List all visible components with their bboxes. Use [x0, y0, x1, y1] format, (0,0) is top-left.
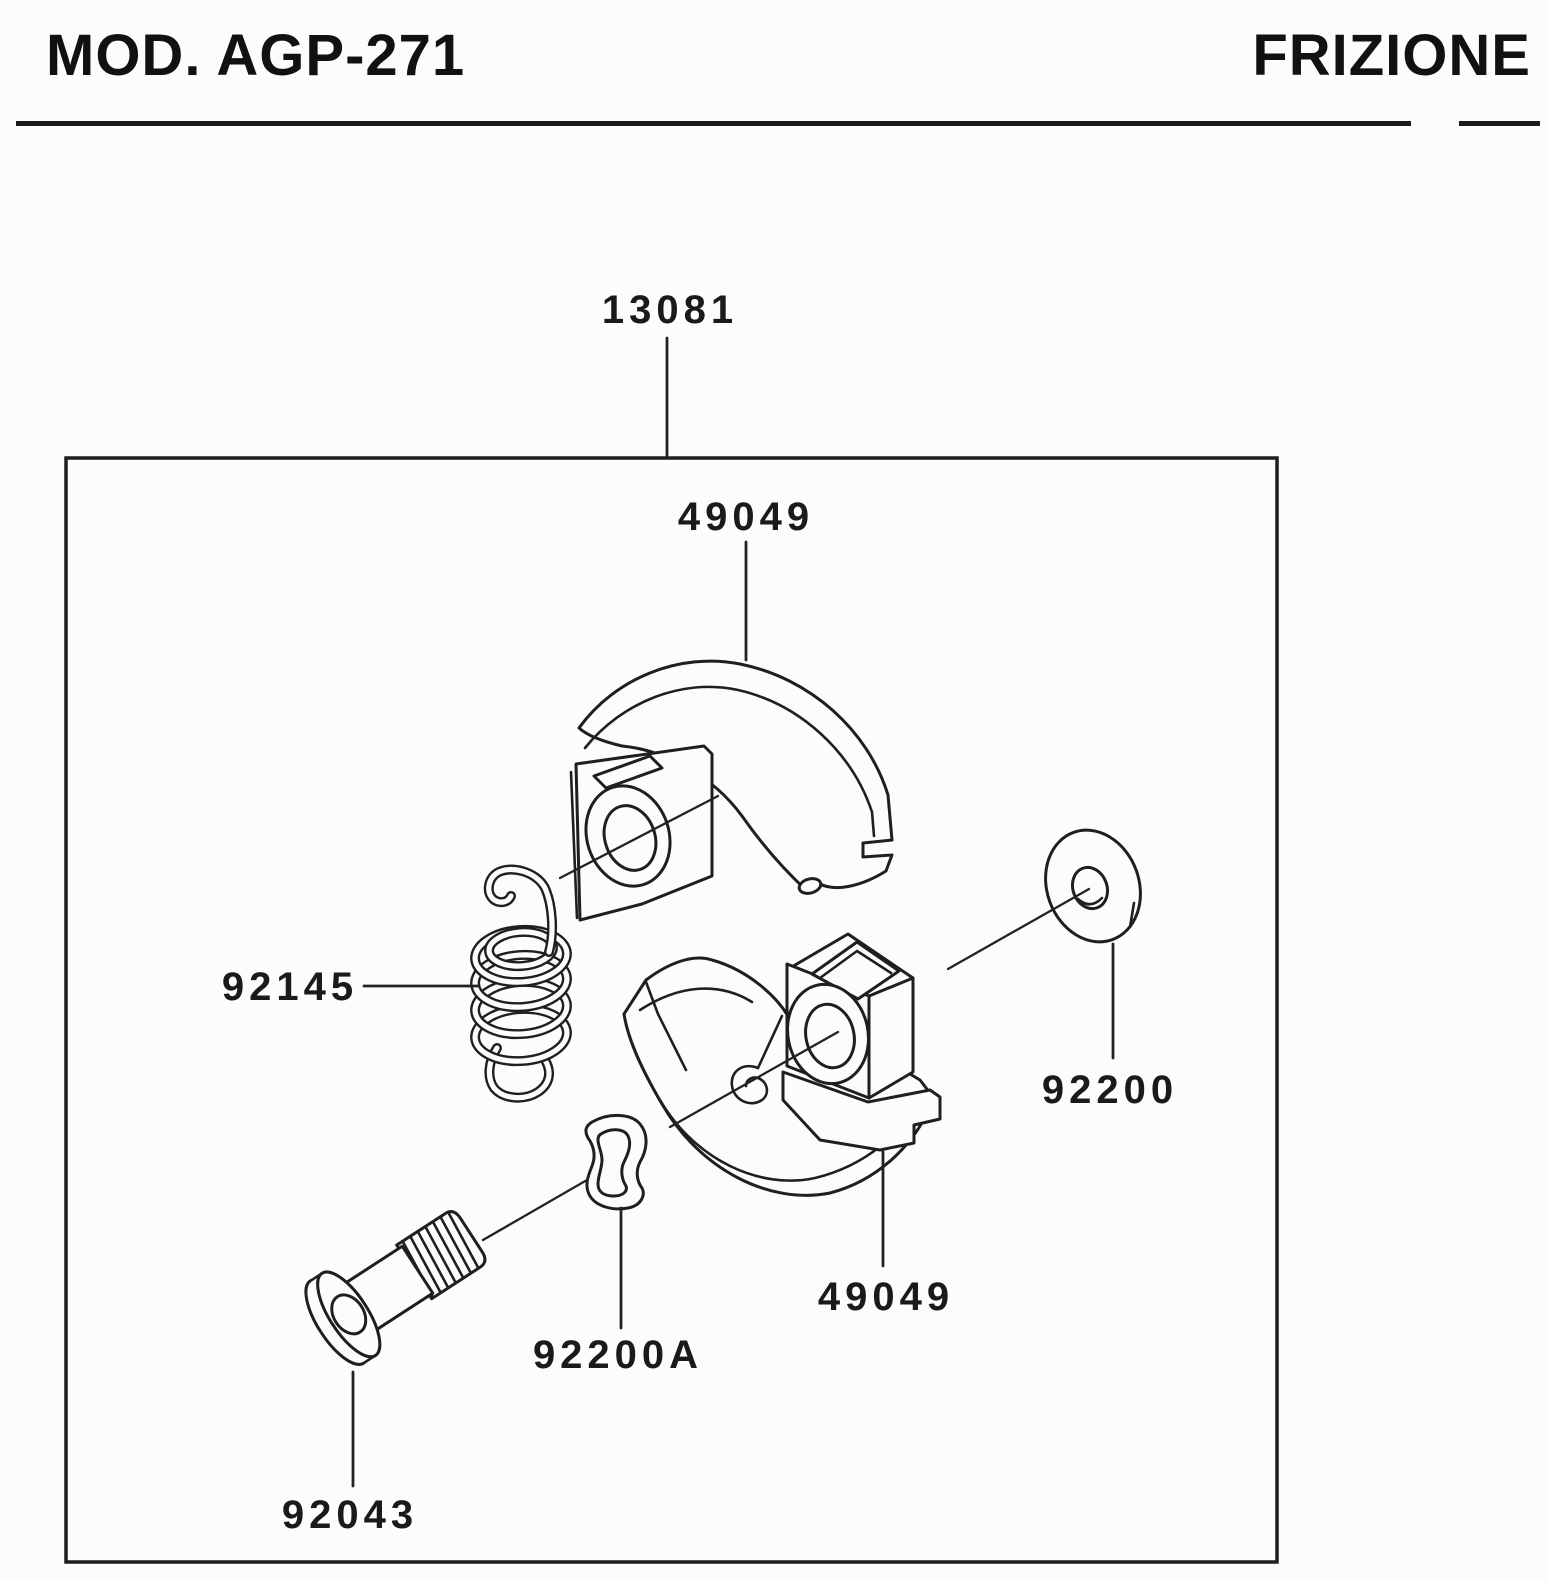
axis-line-to-washer — [946, 887, 1091, 971]
part-clutch-shoe-top — [558, 659, 894, 922]
pivot-axis-line-bottom — [668, 1030, 840, 1129]
part-wave-washer — [584, 1114, 648, 1211]
part-label-92200A: 92200A — [533, 1333, 703, 1377]
part-spring — [470, 864, 572, 1103]
part-label-49049-bottom: 49049 — [818, 1275, 954, 1319]
part-label-13081: 13081 — [602, 288, 738, 332]
part-label-92200: 92200 — [1042, 1068, 1178, 1112]
pivot-axis-line-top — [558, 794, 720, 880]
part-washer — [1044, 828, 1142, 944]
part-label-92145: 92145 — [222, 965, 358, 1009]
model-title: MOD. AGP-271 — [46, 23, 466, 88]
part-label-92043: 92043 — [282, 1493, 418, 1537]
assembly-frame-box — [64, 456, 1279, 1564]
part-clutch-shoe-bottom — [622, 932, 942, 1197]
section-title: FRIZIONE — [1252, 23, 1531, 88]
header-rule-segment-2 — [1459, 121, 1540, 126]
part-shoulder-bolt — [304, 1210, 487, 1366]
part-label-49049-top: 49049 — [678, 495, 814, 539]
header-rule-segment-1 — [16, 121, 1411, 126]
